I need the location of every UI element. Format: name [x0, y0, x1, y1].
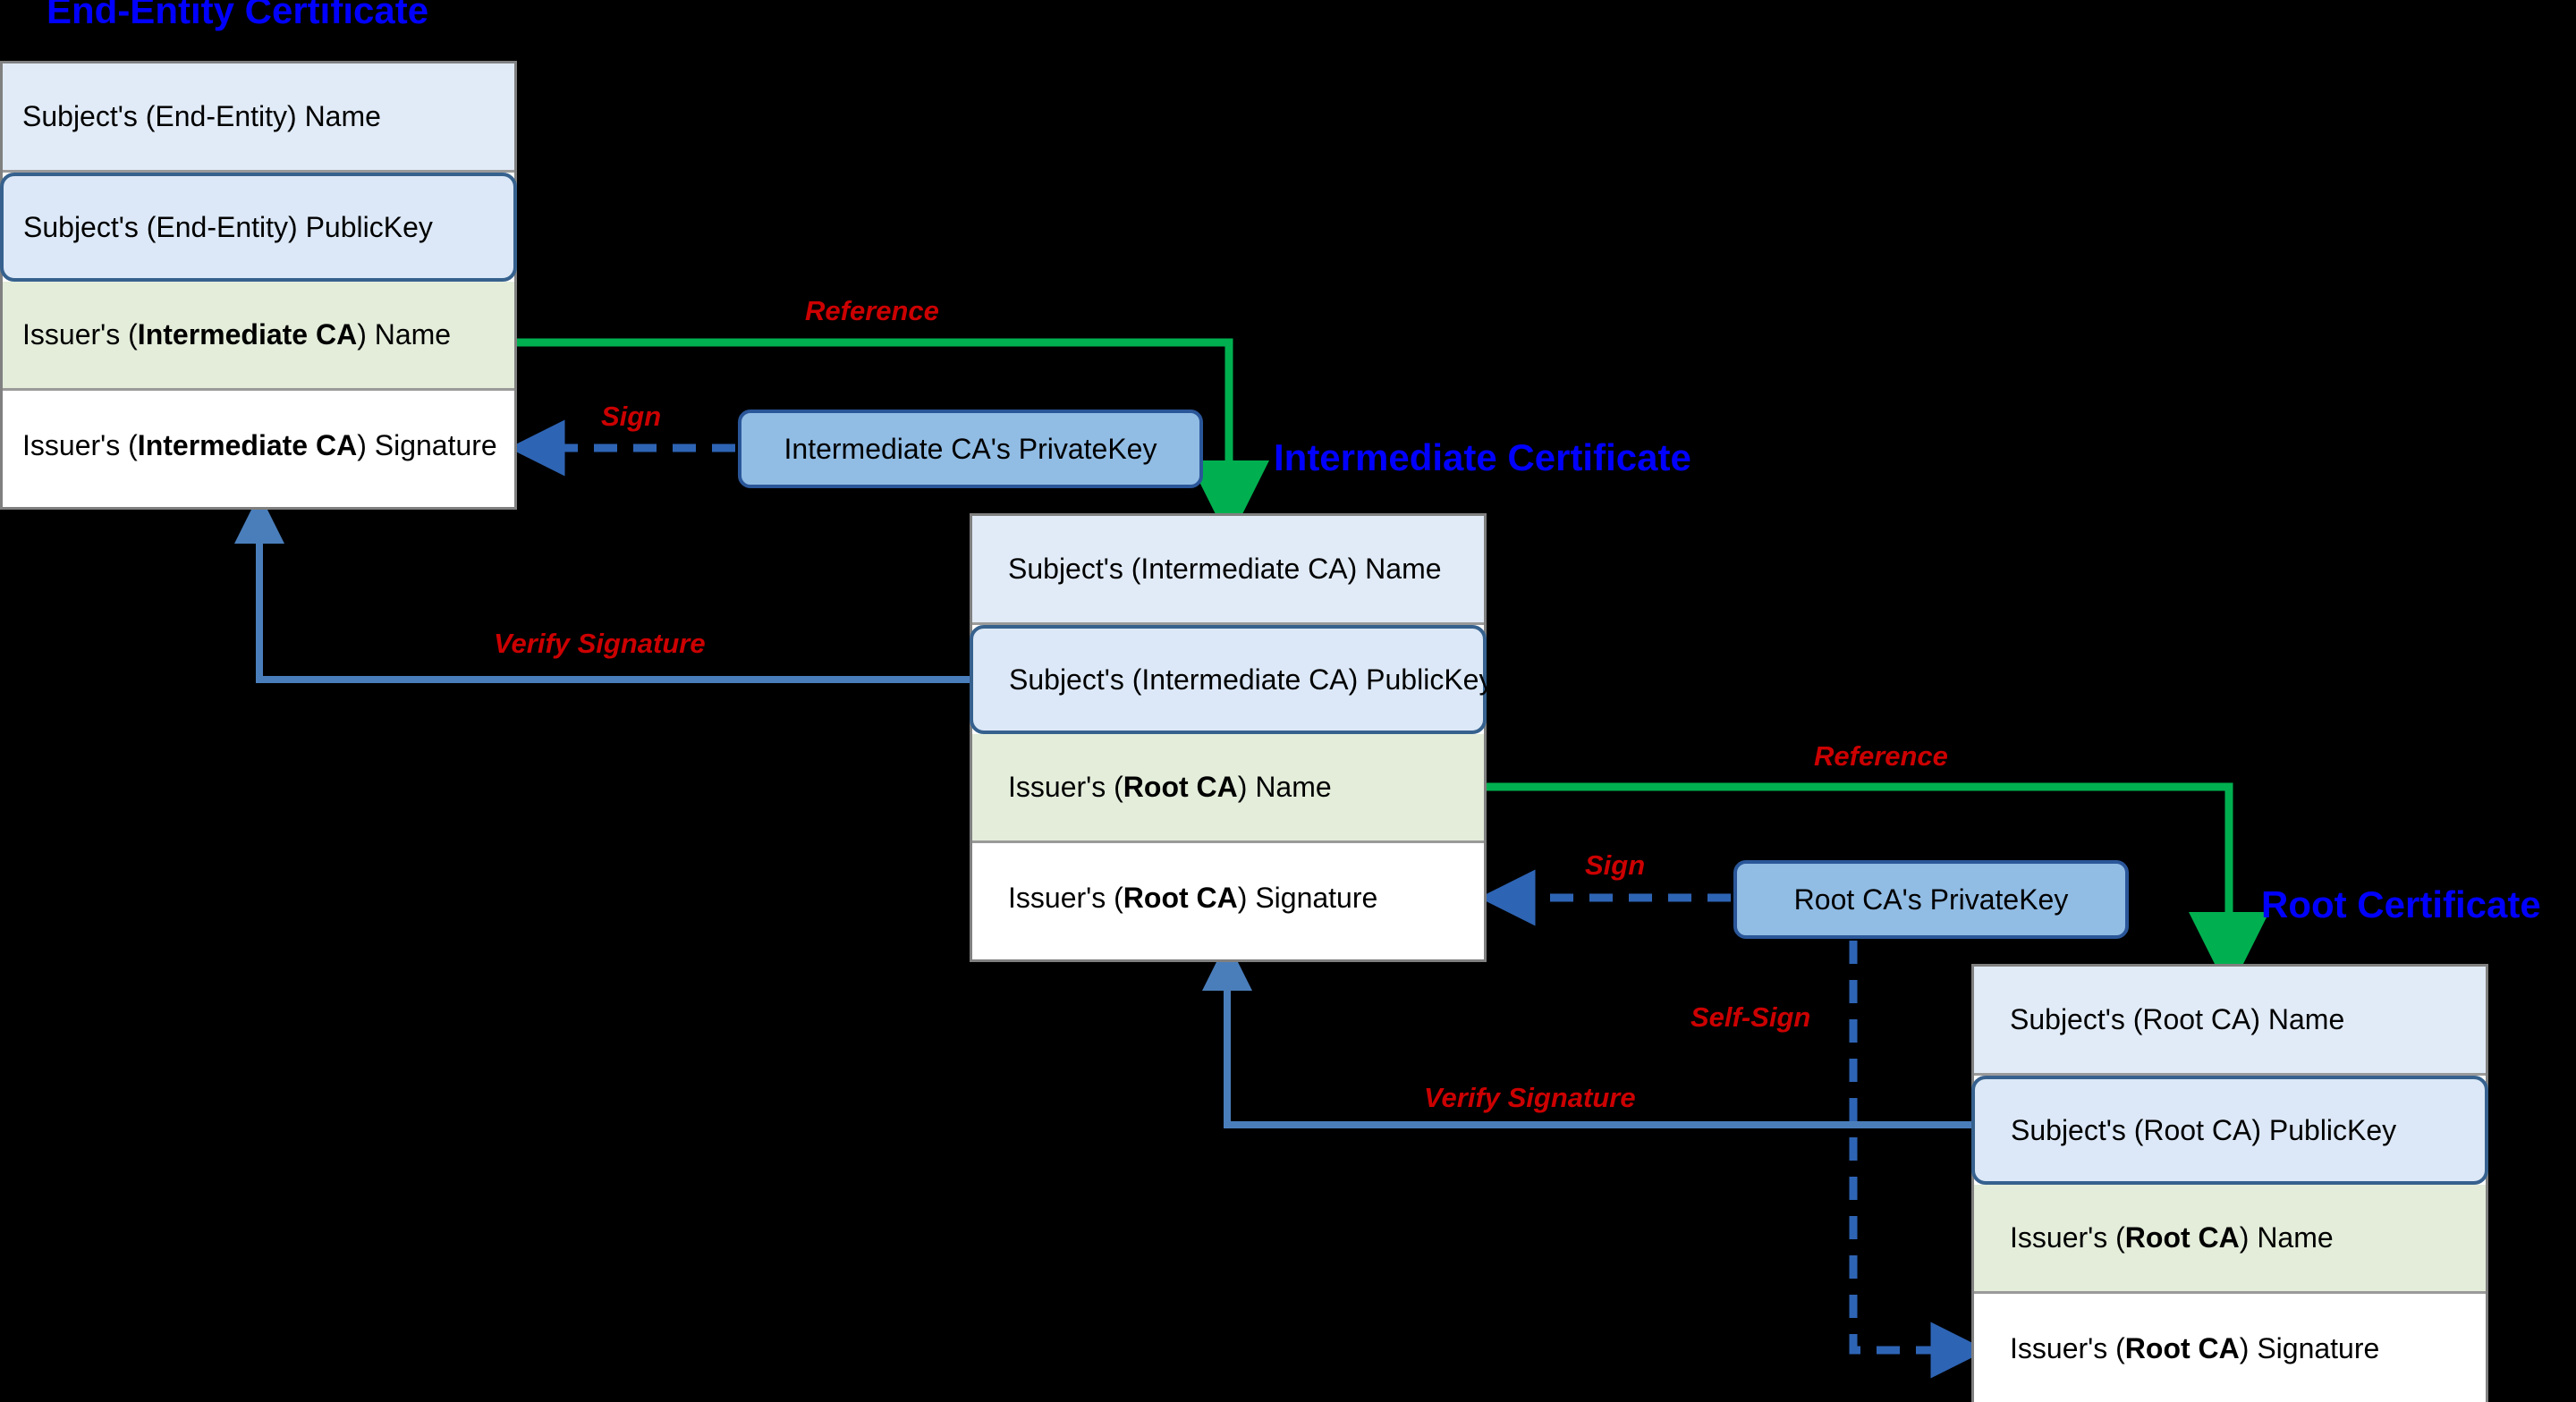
row-issuer-signature-suffix: ) Signature: [357, 428, 497, 461]
row-issuer-signature[interactable]: Issuer's (Root CA) Signature: [1974, 1294, 2486, 1402]
row-issuer-signature-bold: Intermediate CA: [137, 428, 358, 461]
row-issuer-name[interactable]: Issuer's (Intermediate CA) Name: [3, 282, 514, 391]
intermediate-ca-privatekey-box[interactable]: Intermediate CA's PrivateKey: [738, 410, 1203, 488]
sign-label-top: Sign: [601, 401, 662, 432]
root-certificate[interactable]: Subject's (Root CA) Name Subject's (Root…: [1971, 964, 2488, 1402]
row-issuer-signature-prefix: Issuer's (: [2010, 1331, 2125, 1364]
row-subject-name[interactable]: Subject's (End-Entity) Name: [3, 63, 514, 173]
row-issuer-signature[interactable]: Issuer's (Intermediate CA) Signature: [3, 391, 514, 500]
reference-label-top: Reference: [805, 295, 939, 326]
row-subject-publickey[interactable]: Subject's (Intermediate CA) PublicKey: [970, 625, 1493, 734]
verify-signature-label-top: Verify Signature: [494, 628, 706, 659]
verify-signature-label-bottom: Verify Signature: [1424, 1082, 1636, 1113]
row-issuer-signature[interactable]: Issuer's (Root CA) Signature: [972, 843, 1484, 952]
row-issuer-name-prefix: Issuer's (: [22, 318, 138, 350]
row-subject-publickey[interactable]: Subject's (End-Entity) PublicKey: [0, 173, 517, 282]
row-issuer-signature-prefix: Issuer's (: [22, 428, 138, 461]
row-issuer-signature-bold: Root CA: [2124, 1331, 2240, 1364]
row-issuer-name-bold: Intermediate CA: [137, 318, 358, 350]
row-subject-name[interactable]: Subject's (Intermediate CA) Name: [972, 516, 1484, 625]
root-ca-privatekey-box[interactable]: Root CA's PrivateKey: [1733, 860, 2129, 939]
row-issuer-signature-prefix: Issuer's (: [1008, 881, 1123, 914]
row-issuer-signature-bold: Root CA: [1123, 881, 1238, 914]
end-entity-certificate-title: End-Entity Certificate: [47, 0, 429, 31]
intermediate-certificate[interactable]: Subject's (Intermediate CA) Name Subject…: [970, 513, 1493, 962]
row-issuer-name-suffix: ) Name: [1237, 771, 1332, 803]
row-issuer-signature-suffix: ) Signature: [2239, 1331, 2380, 1364]
row-subject-name[interactable]: Subject's (Root CA) Name: [1974, 967, 2486, 1076]
row-issuer-name-suffix: ) Name: [357, 318, 452, 350]
row-subject-publickey[interactable]: Subject's (Root CA) PublicKey: [1971, 1076, 2488, 1185]
row-issuer-name-prefix: Issuer's (: [1008, 771, 1123, 803]
reference-label-bottom: Reference: [1814, 740, 1948, 772]
sign-label-bottom: Sign: [1585, 849, 1646, 881]
intermediate-certificate-title: Intermediate Certificate: [1274, 436, 1691, 478]
row-issuer-name-suffix: ) Name: [2239, 1221, 2334, 1254]
root-certificate-title: Root Certificate: [2261, 883, 2541, 925]
row-issuer-name-bold: Root CA: [1123, 771, 1238, 803]
row-issuer-name-bold: Root CA: [2124, 1221, 2240, 1254]
self-sign-label: Self-Sign: [1690, 1001, 1811, 1033]
self-sign-arrow: [1849, 941, 1987, 1379]
row-issuer-signature-suffix: ) Signature: [1237, 881, 1378, 914]
row-issuer-name[interactable]: Issuer's (Root CA) Name: [972, 734, 1484, 843]
row-issuer-name-prefix: Issuer's (: [2010, 1221, 2125, 1254]
row-issuer-name[interactable]: Issuer's (Root CA) Name: [1974, 1185, 2486, 1294]
end-entity-certificate[interactable]: Subject's (End-Entity) Name Subject's (E…: [0, 61, 517, 510]
